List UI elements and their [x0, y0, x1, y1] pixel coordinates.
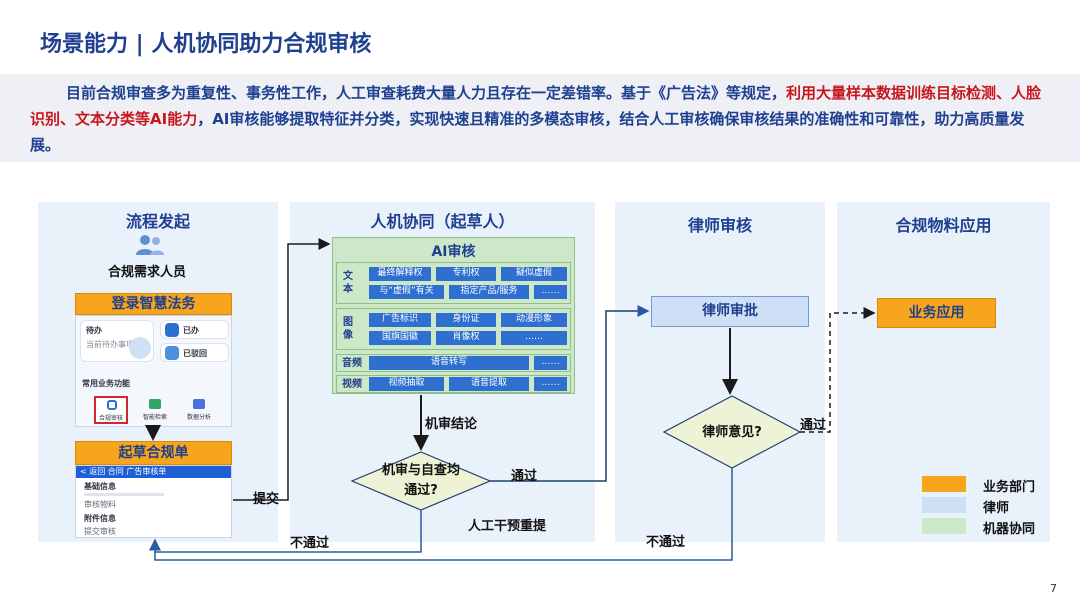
ai-row-video-label: 视频	[342, 379, 362, 390]
column-title-material-app: 合规物料应用	[895, 216, 992, 235]
rejected-icon	[165, 346, 179, 360]
done-card-title: 已办	[183, 326, 199, 335]
column-title-lawyer: 律师审核	[687, 216, 752, 235]
legend-label-lawyer: 律师	[983, 501, 1010, 516]
decision-machine-text: 机审与自查均通过?	[381, 463, 460, 498]
intro-text-1: 目前合规审查多为重复性、事务性工作，人工审查耗费大量人力且存在一定差错率。基于《…	[66, 84, 787, 102]
todo-card-title: 待办	[86, 326, 102, 335]
done-icon	[165, 323, 179, 337]
users-icon	[136, 235, 164, 255]
pass-label-machine: 通过	[511, 469, 538, 484]
intro-paragraph: 目前合规审查多为重复性、事务性工作，人工审查耗费大量人力且存在一定差错率。基于《…	[0, 74, 1080, 162]
column-lawyer	[615, 202, 825, 542]
todo-card-sub: 当前待办事项	[86, 340, 134, 349]
done-card: 已办	[160, 320, 229, 339]
legend-swatch-lawyer	[922, 497, 966, 513]
analytics-shortcut-label: 数据分析	[186, 414, 211, 421]
requester-label: 合规需求人员	[108, 265, 187, 280]
ai-tag: 身份证	[436, 313, 496, 327]
form-item-4: 提交审核	[84, 527, 116, 536]
business-application-box: 业务应用	[877, 298, 996, 328]
fail-label-machine: 不通过	[290, 536, 330, 551]
form-nav-bar: < 返回 合同 广告审核单	[76, 466, 231, 478]
ai-tag: 指定产品/服务	[449, 285, 529, 299]
todo-card: 待办 当前待办事项	[80, 320, 154, 362]
todo-illustration	[129, 337, 151, 359]
form-item-2: 审核物料	[84, 500, 116, 509]
lawyer-approval-box: 律师审批	[651, 296, 809, 327]
ai-tag: 专利权	[436, 267, 496, 281]
search-shortcut[interactable]: 智能检索	[138, 396, 172, 424]
app-screenshot-home: 待办 当前待办事项 已办 已驳回 常用业务功能 合规审核 智能检索 数据分析	[75, 315, 232, 427]
ai-tag: 动漫形象	[501, 313, 567, 327]
arrow-submit	[233, 238, 331, 501]
rejected-card: 已驳回	[160, 343, 229, 362]
app-screenshot-form: < 返回 合同 广告审核单 基础信息 审核物料 附件信息 提交审核	[75, 465, 232, 538]
intro-highlight: 利用大量样本数据训练目标检测、人脸识别、文本分类等AI能力	[30, 84, 1042, 128]
legend-swatch-machine	[922, 518, 966, 534]
shield-icon	[107, 400, 117, 410]
arrow-pass-to-business	[800, 307, 876, 433]
search-icon	[149, 399, 161, 409]
draft-form-box: 起草合规单	[75, 441, 232, 465]
decision-lawyer-text: 律师意见?	[702, 425, 762, 440]
form-item-1: 基础信息	[84, 482, 116, 491]
fail-label-lawyer: 不通过	[646, 535, 686, 550]
ai-tag: 语音转写	[369, 356, 529, 370]
ai-tag: 肖像权	[436, 331, 496, 345]
form-line-1	[84, 493, 164, 496]
search-shortcut-label: 智能检索	[142, 414, 167, 421]
human-intervene-label: 人工干预重提	[468, 519, 547, 534]
machine-conclusion-label: 机审结论	[425, 417, 478, 432]
compliance-audit-label: 合规审核	[98, 415, 123, 422]
ai-row-image-label: 图像	[343, 317, 353, 341]
rejected-card-title: 已驳回	[183, 349, 207, 358]
legend-label-machine: 机器协同	[983, 522, 1036, 537]
ai-tag: 最终解释权	[369, 267, 431, 281]
legend-swatch-business	[922, 476, 966, 492]
compliance-audit-shortcut[interactable]: 合规审核	[94, 396, 128, 424]
login-box: 登录智慧法务	[75, 293, 232, 315]
column-title-human-machine: 人机协同（起草人）	[370, 212, 515, 231]
chart-icon	[193, 399, 205, 409]
common-functions-label: 常用业务功能	[82, 379, 130, 388]
ai-tag: ……	[534, 377, 567, 391]
analytics-shortcut[interactable]: 数据分析	[182, 396, 216, 424]
ai-row-text-label: 文本	[343, 271, 353, 295]
ai-tag: 疑似虚假	[501, 267, 567, 281]
arrow-fail-lawyer	[154, 468, 733, 561]
ai-tag: ……	[534, 285, 567, 299]
ai-tag: 国旗国徽	[369, 331, 431, 345]
arrow-fail-machine	[149, 510, 422, 553]
page-title: 场景能力 | 人机协同助力合规审核	[40, 32, 372, 57]
ai-review-title: AI审核	[431, 244, 476, 260]
ai-tag: ……	[501, 331, 567, 345]
ai-tag: 与“虚假”有关	[369, 285, 444, 299]
column-title-initiate: 流程发起	[125, 212, 190, 231]
arrow-pass-to-lawyer	[490, 305, 650, 482]
submit-label: 提交	[253, 492, 280, 507]
legend-label-business: 业务部门	[983, 480, 1036, 495]
ai-tag: 语音提取	[449, 377, 529, 391]
ai-row-audio-label: 音频	[342, 358, 362, 369]
ai-tag: 广告标识	[369, 313, 431, 327]
ai-tag: ……	[534, 356, 567, 370]
intro-text-2: ，AI审核能够提取特征并分类，实现快速且精准的多模态审核，结合人工审核确保审核结…	[30, 110, 1025, 154]
ai-tag: 视频抽取	[369, 377, 444, 391]
pass-label-lawyer: 通过	[800, 418, 827, 433]
page-number: 7	[1050, 582, 1057, 595]
form-item-3: 附件信息	[84, 514, 116, 523]
